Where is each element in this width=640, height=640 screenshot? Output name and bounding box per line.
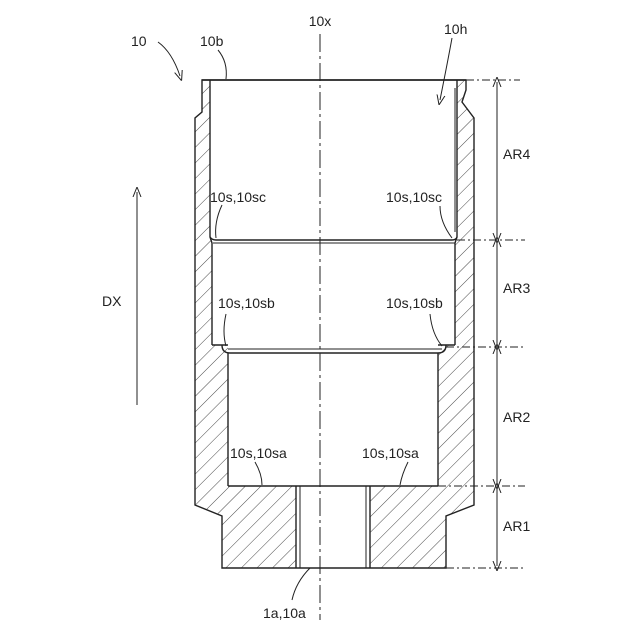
label-direction: DX: [102, 293, 122, 309]
label-part: 10: [131, 33, 147, 49]
leader-b-right: [430, 314, 442, 346]
label-region-2: AR2: [503, 409, 530, 425]
label-surface-c-left: 10s,10sc: [210, 189, 266, 205]
label-surface-c-right: 10s,10sc: [386, 189, 442, 205]
label-surface-a-left: 10s,10sa: [230, 445, 287, 461]
label-end-face: 10b: [200, 33, 224, 49]
leader-bottom: [292, 568, 310, 600]
leader-a-left: [255, 462, 262, 485]
label-surface-b-left: 10s,10sb: [218, 295, 275, 311]
leader-hole: [440, 38, 452, 100]
leader-part: [158, 42, 180, 76]
leader-c-right: [440, 206, 452, 238]
leader-b-left: [224, 314, 226, 346]
leader-a-right: [400, 462, 408, 485]
label-axis: 10x: [309, 13, 332, 29]
label-surface-a-right: 10s,10sa: [362, 445, 419, 461]
label-bottom: 1a,10a: [263, 605, 306, 621]
step-c: [210, 237, 457, 240]
wall-right-hatch: [370, 80, 474, 568]
label-region-3: AR3: [503, 280, 530, 296]
leader-end-face: [218, 50, 226, 79]
label-region-4: AR4: [503, 146, 530, 162]
label-hole: 10h: [444, 21, 467, 37]
leader-c-left: [216, 205, 222, 238]
label-region-1: AR1: [503, 518, 530, 534]
label-surface-b-right: 10s,10sb: [386, 295, 443, 311]
